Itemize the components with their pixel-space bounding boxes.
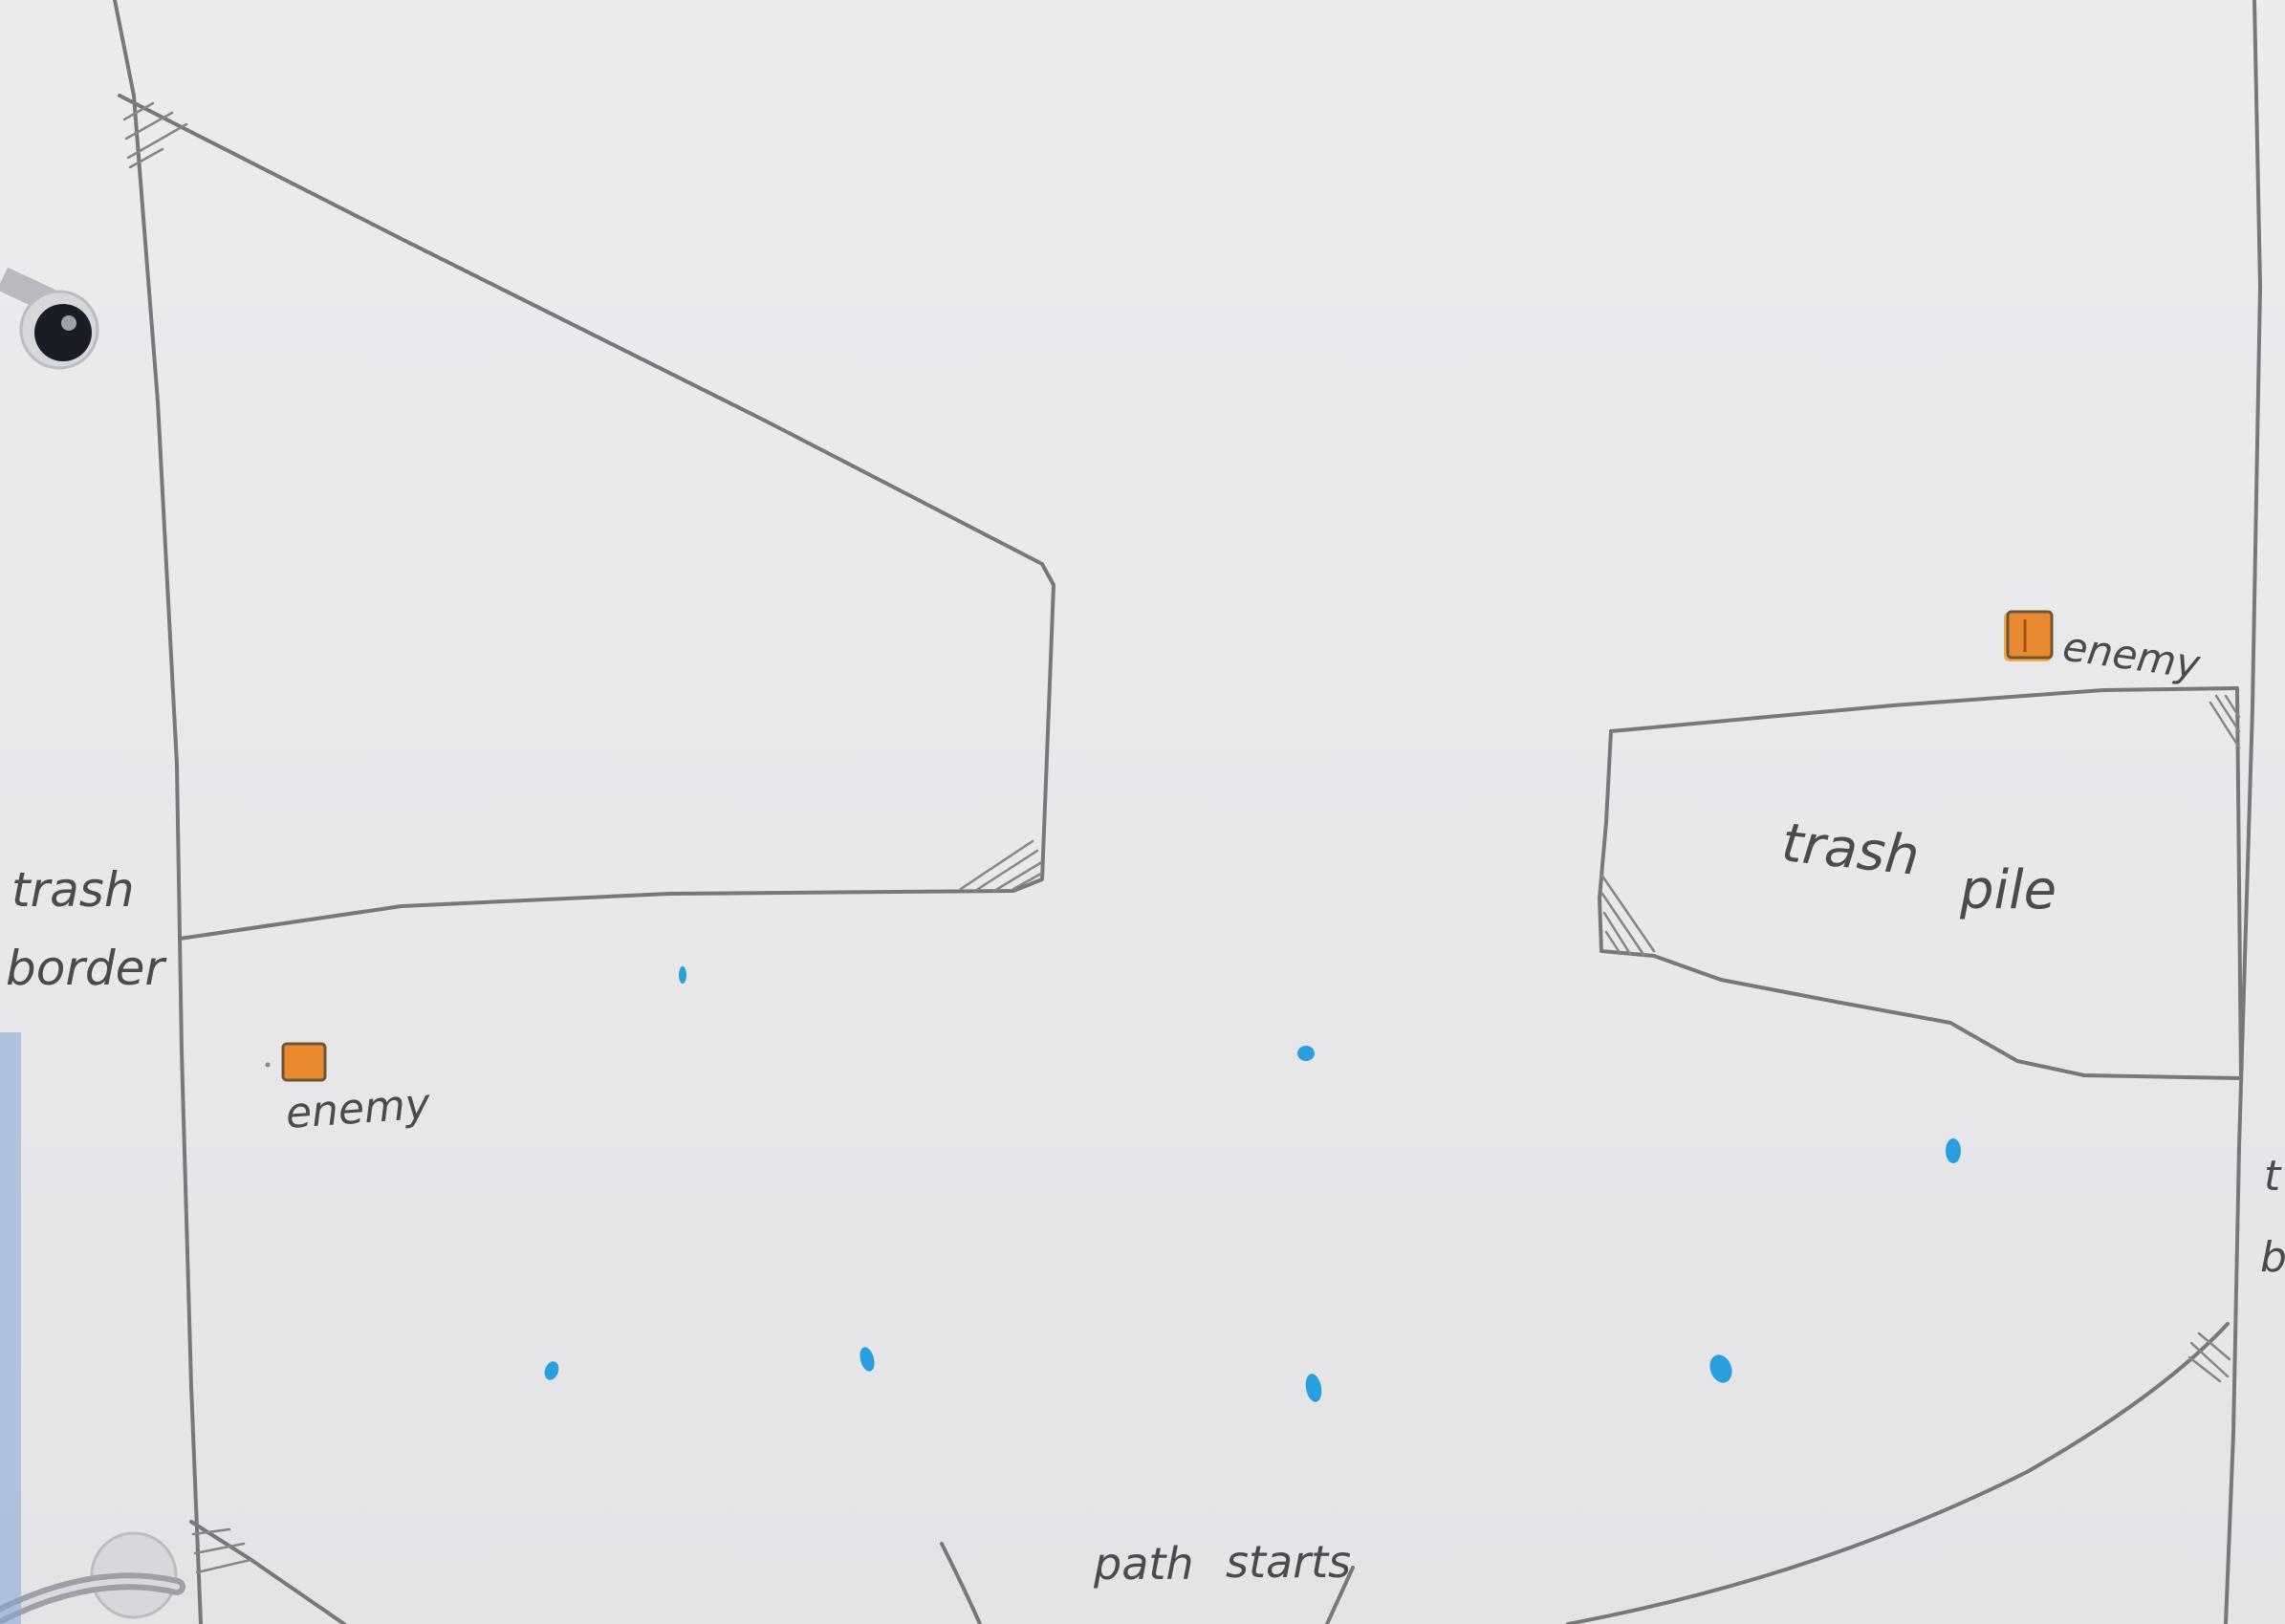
binder-ring-bottom-icon	[0, 1531, 185, 1624]
hatch-bottom-left-icon	[191, 1527, 252, 1574]
label-trash-border-line1: trash	[11, 862, 135, 918]
path-start-left-line	[940, 1542, 982, 1624]
water-drop-7-icon	[1709, 1354, 1732, 1383]
right-trash-border-line	[2224, 0, 2262, 1624]
label-right-edge-fragment: t	[2264, 1152, 2282, 1201]
label-trash-pile-word2: pile	[1959, 859, 2056, 921]
bottom-left-slope	[189, 1520, 346, 1624]
water-drop-2-icon	[1297, 1046, 1315, 1061]
label-path: path	[1093, 1538, 1194, 1590]
water-drop-5-icon	[860, 1347, 875, 1372]
bottom-right-slope	[1566, 1322, 2230, 1624]
label-enemy-left: enemy	[284, 1080, 432, 1138]
label-enemy-right: enemy	[2060, 622, 2205, 688]
label-trash-pile-word1: trash	[1779, 812, 1923, 888]
trash-pile-block	[1598, 686, 2243, 1080]
hatch-trash-pile-right-icon	[2209, 694, 2241, 749]
label-trash-border-line2: border	[6, 941, 167, 996]
binder-ring-top-icon	[0, 267, 99, 370]
left-trash-border-line	[113, 0, 203, 1624]
label-starts: starts	[1226, 1536, 1351, 1588]
page-edge-shadow	[0, 1032, 21, 1624]
top-left-trash-block	[118, 94, 1055, 941]
path-start-right-line	[1325, 1566, 1355, 1624]
hatch-trash-pile-left-icon	[1600, 873, 1656, 958]
water-drop-4-icon	[544, 1361, 559, 1380]
hatch-bottom-right-icon	[2187, 1332, 2231, 1383]
water-drop-6-icon	[1305, 1374, 1322, 1402]
water-drop-1-icon	[679, 966, 686, 984]
hatch-top-left-corner-icon	[122, 101, 188, 169]
water-drop-3-icon	[1946, 1138, 1961, 1163]
hatch-wedge-corner-icon	[959, 839, 1043, 893]
label-right-edge-fragment-2: b	[2260, 1233, 2285, 1282]
water-drops	[544, 966, 1961, 1402]
enemy-right-icon	[2004, 610, 2054, 661]
enemy-left-icon	[265, 1042, 327, 1082]
